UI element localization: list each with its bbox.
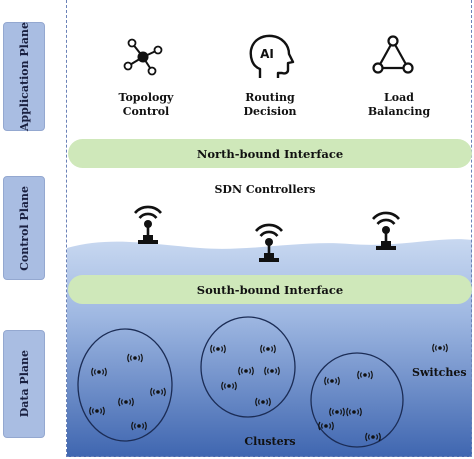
- network-topology-icon: [123, 38, 163, 76]
- topology-control-label: Topology Control: [118, 91, 174, 118]
- load-balancing-label: Load Balancing: [367, 91, 431, 118]
- diagram-frame: [66, 0, 472, 457]
- clusters-label: Clusters: [244, 435, 296, 448]
- south-bound-interface-label: South-bound Interface: [196, 282, 344, 297]
- application-plane-tab: Application Plane: [3, 22, 45, 131]
- svg-text:AI: AI: [260, 47, 274, 61]
- switches-label: Switches: [412, 366, 467, 379]
- north-bound-interface-label: North-bound Interface: [196, 146, 344, 161]
- cluster-1: [77, 328, 173, 442]
- cluster-3: [310, 352, 404, 448]
- ai-head-icon: AI: [249, 34, 295, 78]
- south-bound-interface: South-bound Interface: [68, 275, 472, 304]
- triangle-nodes-icon: [372, 35, 414, 74]
- sdn-controllers-label: SDN Controllers: [214, 183, 316, 196]
- routing-decision-label: Routing Decision: [243, 91, 297, 118]
- cluster-2: [200, 316, 296, 418]
- control-plane-tab: Control Plane: [3, 176, 45, 280]
- north-bound-interface: North-bound Interface: [68, 139, 472, 168]
- data-plane-tab: Data Plane: [3, 330, 45, 438]
